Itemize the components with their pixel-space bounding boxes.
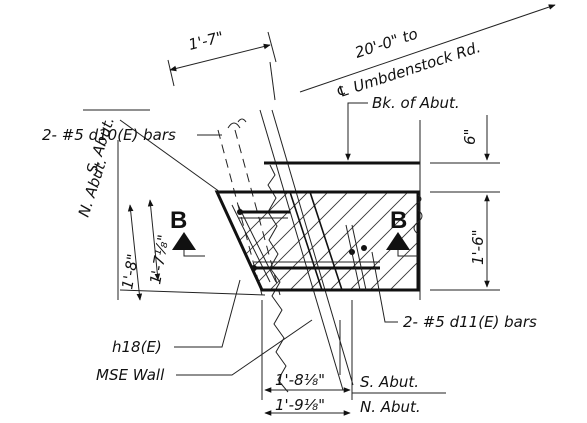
s-abut-bottom-label: S. Abut.	[360, 373, 419, 391]
section-b-right-label: B	[390, 207, 407, 234]
section-marker-right: B	[386, 207, 418, 257]
dim-1-7-1-8-label: 1'-7¹⁄₈"	[146, 233, 172, 285]
cap-hatching	[217, 192, 418, 290]
dim-6in-label: 6"	[461, 129, 479, 145]
n-abut-bottom-label: N. Abut.	[360, 398, 421, 416]
mse-wall-label: MSE Wall	[96, 366, 165, 384]
dim-1-8-1-8-label: 1'-8¹⁄₈"	[275, 371, 325, 389]
bottom-dimensions: 1'-8¹⁄₈" 1'-9¹⁄₈" S. Abut. N. Abut.	[261, 300, 446, 416]
dim-1-8-label: 1'-8"	[118, 253, 142, 291]
dim-road-label-line1: 20'-0" to	[353, 25, 420, 62]
section-b-left-label: B	[170, 207, 187, 234]
right-dimensions: 6" 1'-6"	[430, 115, 500, 291]
leader-mse-wall: MSE Wall	[96, 319, 313, 384]
back-of-abutment-slab	[264, 120, 421, 300]
dimension-1-7: 1'-7"	[167, 28, 277, 87]
abutment-cap	[214, 190, 423, 292]
bars-d11-label: 2- #5 d11(E) bars	[403, 313, 537, 331]
dimension-to-road: 20'-0" to ℄ Umbdenstock Rd.	[269, 4, 556, 102]
h18-label: h18(E)	[112, 338, 162, 356]
dim-1-6-label: 1'-6"	[469, 229, 487, 265]
leader-d11-bars: 2- #5 d11(E) bars	[371, 251, 537, 331]
section-marker-left: B	[170, 207, 205, 257]
mse-wall-lines	[259, 109, 354, 393]
leader-d10-bars: 2- #5 d10(E) bars	[42, 126, 222, 144]
leader-bk-abut: Bk. of Abut.	[345, 94, 460, 161]
bars-d10-label: 2- #5 d10(E) bars	[42, 126, 176, 144]
dim-top-label: 1'-7"	[187, 28, 226, 54]
dim-1-9-1-8-label: 1'-9¹⁄₈"	[275, 396, 325, 414]
leader-h18: h18(E)	[112, 279, 241, 356]
bk-abut-label: Bk. of Abut.	[372, 94, 460, 112]
n-abut-left-label: N. Abut.	[75, 156, 111, 219]
